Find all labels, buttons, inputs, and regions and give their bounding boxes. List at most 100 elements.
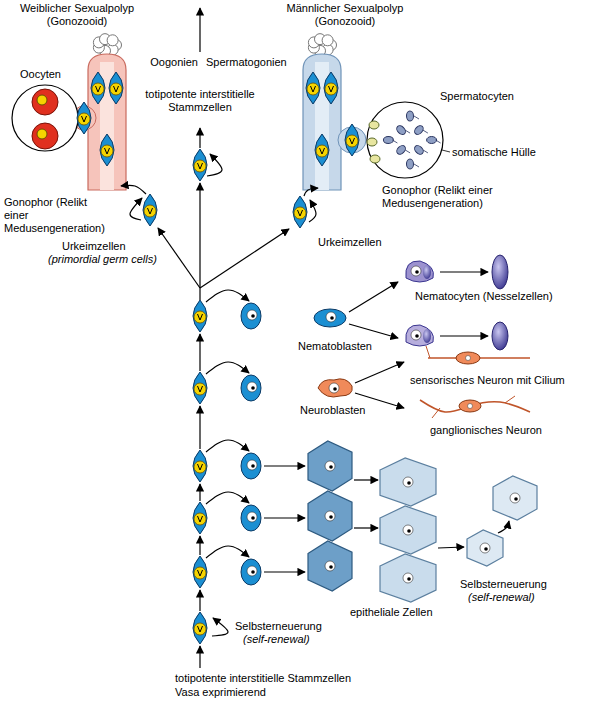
nucleus xyxy=(468,404,473,409)
arrow xyxy=(199,183,200,288)
cell-label: (primordial germ cells) xyxy=(48,253,157,266)
arrow xyxy=(354,527,378,528)
arrow xyxy=(349,282,398,312)
cell-label: ganglionisches Neuron xyxy=(430,424,542,437)
cell-label: Nematoblasten xyxy=(298,340,372,353)
stem-cell xyxy=(91,72,105,104)
arrow xyxy=(199,334,200,371)
line xyxy=(405,130,410,133)
arrow xyxy=(264,571,305,572)
arrow xyxy=(158,228,200,288)
stem-cell xyxy=(324,72,338,104)
stem-cell xyxy=(143,194,157,226)
epithelial-cell xyxy=(380,506,436,554)
progenitor-cell xyxy=(241,559,261,585)
stem-cell xyxy=(293,196,307,228)
oocyte-nucleus xyxy=(37,129,47,139)
progenitor-cell xyxy=(241,453,261,479)
epithelial-cell xyxy=(493,476,537,520)
spermatocyte xyxy=(427,137,437,144)
ganglion-neuron-neurite xyxy=(420,400,530,412)
line xyxy=(423,150,428,153)
stem-cell xyxy=(193,502,207,534)
arrow xyxy=(349,324,398,338)
cell-label: Nematocyten (Nesselzellen) xyxy=(415,290,553,303)
spermatocyte xyxy=(406,159,413,169)
arrow xyxy=(199,590,200,611)
stem-cell xyxy=(193,149,207,181)
stem-cell xyxy=(193,556,207,588)
cell-label: Spermatogonien xyxy=(206,56,287,69)
somatic-cell xyxy=(367,138,377,146)
cell-label: somatische Hülle xyxy=(452,146,536,159)
somatic-cell xyxy=(369,121,379,129)
cell-label: Neuroblasten xyxy=(300,404,365,417)
stem-cell xyxy=(100,134,114,166)
arrow xyxy=(264,465,305,466)
line xyxy=(199,288,200,300)
spermatocyte xyxy=(406,111,413,121)
arrow xyxy=(199,484,200,501)
cell-label: Männlicher Sexualpolyp (Gonozooid) xyxy=(270,2,420,28)
arrow xyxy=(199,646,200,668)
neuroblast xyxy=(318,379,352,397)
cell-label: Gonophor (Relikt einer Medusengeneration… xyxy=(4,196,114,235)
arrow xyxy=(438,547,464,548)
curved-arrow xyxy=(130,198,142,220)
stem-cell xyxy=(109,72,123,104)
progenitor-cell xyxy=(241,375,261,401)
nematocyst xyxy=(492,322,508,350)
nematocyte xyxy=(406,325,434,346)
line xyxy=(414,116,419,119)
cell-label: Selbsterneuerung xyxy=(460,578,547,591)
curved-arrow xyxy=(212,618,228,636)
arrow xyxy=(264,517,305,518)
curved-arrow xyxy=(206,440,249,452)
cell-label: (self-renewal) xyxy=(468,591,535,604)
line xyxy=(442,150,450,152)
curved-arrow xyxy=(121,185,146,194)
cell-label: totipotente interstitielle Stammzellen xyxy=(175,672,351,685)
curved-arrow xyxy=(304,188,318,196)
line xyxy=(423,130,428,133)
cell-label: Spermatocyten xyxy=(440,90,514,103)
arrow xyxy=(199,128,200,148)
cell-label: Gonophor (Relikt einer Medusengeneration… xyxy=(382,184,587,210)
cell-label: Oocyten xyxy=(20,68,61,81)
oocyte xyxy=(32,123,58,149)
line xyxy=(426,346,430,358)
cell-label: Vasa exprimierend xyxy=(175,686,266,699)
arrow xyxy=(440,335,488,336)
stem-cell xyxy=(315,134,329,166)
progenitor-cell xyxy=(241,505,261,531)
line xyxy=(432,408,440,418)
nucleus xyxy=(466,356,471,361)
curved-arrow xyxy=(206,290,249,302)
arrow xyxy=(199,536,200,555)
progenitor-cell xyxy=(241,303,261,329)
arrow xyxy=(440,271,488,272)
epithelial-cell xyxy=(308,541,352,591)
cell-label: Urkeimzellen xyxy=(318,236,382,249)
arrow xyxy=(200,229,289,288)
sensory-neuron xyxy=(456,352,480,364)
nematocyte xyxy=(406,261,434,282)
stem-cell xyxy=(193,450,207,482)
arrow xyxy=(199,8,200,52)
line xyxy=(505,396,515,403)
oocyte-nucleus xyxy=(37,95,47,105)
sexual-polyp xyxy=(303,34,341,190)
gonophor-magnified xyxy=(367,102,443,178)
somatic-cell xyxy=(370,155,380,163)
progenitor-cell xyxy=(314,309,346,327)
arrow xyxy=(355,362,404,383)
stem-cell xyxy=(193,612,207,644)
spermatocyte xyxy=(383,136,393,143)
epithelial-cell xyxy=(467,530,503,566)
stem-cell xyxy=(193,300,207,332)
epithelial-cell xyxy=(380,554,436,602)
cell-label: (self-renewal) xyxy=(243,633,310,646)
curved-arrow xyxy=(206,546,249,558)
line xyxy=(392,140,397,143)
